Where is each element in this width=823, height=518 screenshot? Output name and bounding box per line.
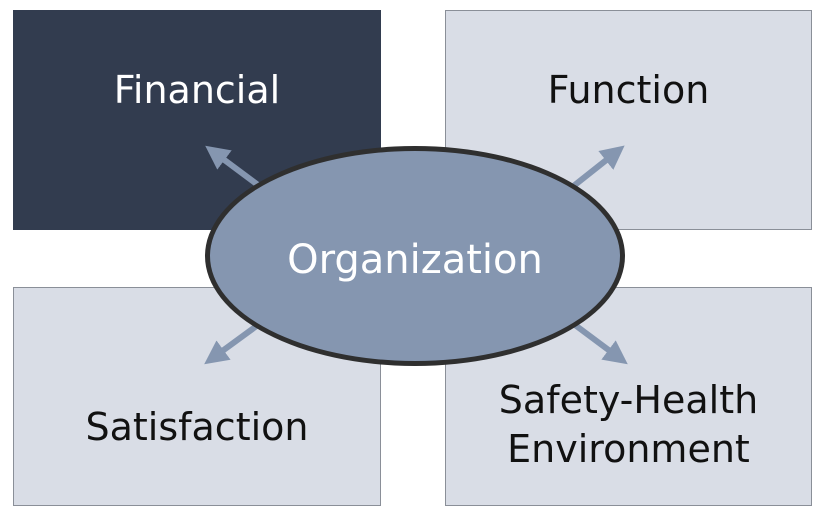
financial-label: Financial (113, 68, 281, 112)
arrow-to-safety (569, 319, 628, 365)
arrow-to-financial (205, 145, 264, 191)
safety-health-environment-box: Safety-Health Environment (445, 287, 812, 506)
financial-box: Financial (13, 10, 381, 230)
arrow-to-satisfaction (204, 319, 264, 365)
function-label: Function (547, 68, 710, 112)
function-box: Function (445, 10, 812, 230)
satisfaction-label: Satisfaction (85, 405, 309, 449)
arrow-to-function (569, 145, 625, 191)
organization-label: Organization (287, 237, 543, 283)
environment-line: Environment (507, 427, 750, 472)
organization-hub: Organization (205, 146, 625, 366)
safety-health-line: Safety-Health (498, 378, 759, 422)
safety-health-environment-label: Safety-Health Environment (446, 376, 811, 475)
